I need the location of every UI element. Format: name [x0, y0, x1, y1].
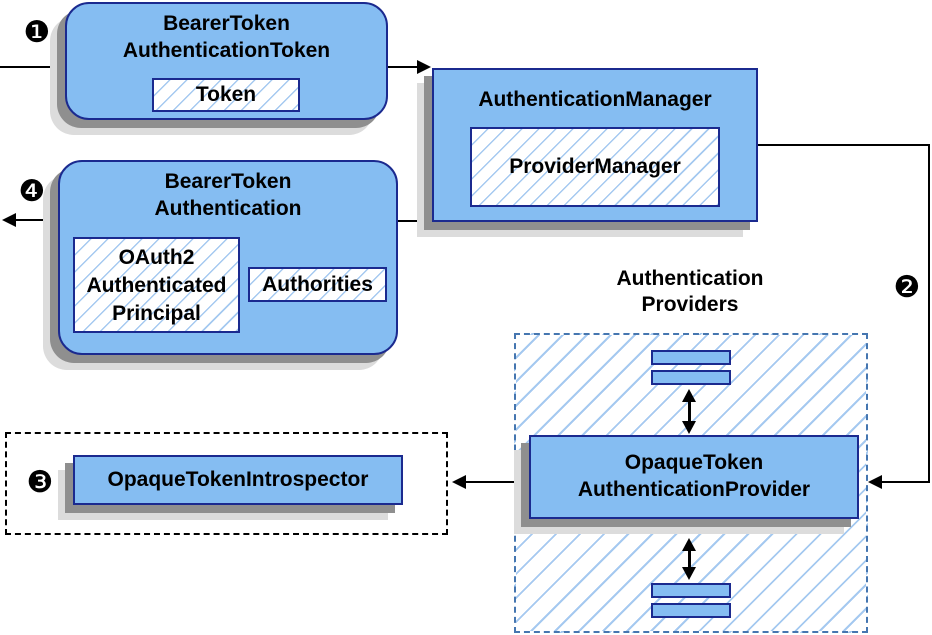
step-2-marker: ❷: [893, 271, 921, 304]
opaque-token-introspector-node: OpaqueTokenIntrospector: [73, 455, 403, 505]
provider-manager-chip: ProviderManager: [470, 127, 720, 207]
oauth2-authenticated-principal-chip: OAuth2 Authenticated Principal: [73, 237, 240, 333]
bearer-token-authentication-token-title-line2: AuthenticationToken: [122, 39, 331, 62]
bearer-token-authentication-token-title-line1: BearerToken: [163, 12, 290, 35]
bearer-token-authentication-title-line1: BearerToken: [164, 170, 292, 193]
flow-line-step3: [466, 481, 529, 483]
double-arrow-top-shaft: [688, 399, 691, 424]
provider-stack-bottom-bar-2: [651, 603, 731, 618]
double-arrow-bottom-down-head: [682, 567, 696, 580]
oauth2-authenticated-principal-line3: Principal: [112, 302, 201, 325]
step-3-marker: ❸: [26, 466, 54, 499]
bearer-token-authentication-title: BearerToken Authentication: [60, 168, 396, 222]
step-1-marker: ❶: [23, 16, 51, 49]
double-arrow-top-up-head: [682, 389, 696, 402]
flow-arrowhead-step4: [2, 213, 16, 227]
step-4-marker: ❹: [18, 175, 46, 208]
bearer-token-authentication-node: BearerToken Authentication OAuth2 Authen…: [58, 160, 398, 355]
oauth2-authenticated-principal-line1: OAuth2: [118, 246, 195, 269]
opaque-token-authentication-provider-title: OpaqueToken AuthenticationProvider: [531, 449, 857, 503]
bearer-token-authentication-token-title: BearerToken AuthenticationToken: [67, 10, 386, 64]
authentication-providers-label: Authentication Providers: [540, 266, 840, 318]
flow-arrowhead-step1: [417, 60, 431, 74]
flow-line-step2-top: [758, 144, 930, 146]
opaque-token-introspector-title: OpaqueTokenIntrospector: [107, 468, 369, 491]
flow-line-step2-right: [928, 144, 930, 483]
opaque-token-authentication-provider-title-line2: AuthenticationProvider: [577, 478, 811, 501]
flow-line-manager-to-authentication: [398, 220, 434, 222]
flow-arrowhead-step3: [452, 475, 466, 489]
token-chip: Token: [152, 78, 300, 112]
bearer-token-authentication-title-line2: Authentication: [154, 197, 302, 220]
authentication-manager-title: AuthenticationManager: [478, 88, 712, 111]
provider-stack-bottom-bar-1: [651, 583, 731, 598]
authentication-providers-label-line1: Authentication: [616, 267, 764, 290]
provider-stack-top-bar-2: [651, 370, 731, 385]
authentication-manager-node: AuthenticationManager ProviderManager: [432, 68, 758, 222]
flow-line-step4: [10, 219, 58, 221]
authentication-providers-label-line2: Providers: [641, 293, 739, 316]
double-arrow-bottom-shaft: [688, 548, 691, 570]
oauth2-authenticated-principal-line2: Authenticated: [86, 274, 227, 297]
double-arrow-top-down-head: [682, 421, 696, 434]
double-arrow-bottom-up-head: [682, 538, 696, 551]
authorities-chip: Authorities: [248, 267, 387, 302]
opaque-token-authentication-provider-node: OpaqueToken AuthenticationProvider: [529, 435, 859, 519]
flow-arrowhead-step2: [868, 475, 882, 489]
flow-line-step2-bottom: [882, 481, 930, 483]
opaque-token-authentication-provider-title-line1: OpaqueToken: [624, 451, 764, 474]
provider-stack-top-bar-1: [651, 350, 731, 365]
bearer-token-authentication-token-node: BearerToken AuthenticationToken Token: [65, 2, 388, 120]
